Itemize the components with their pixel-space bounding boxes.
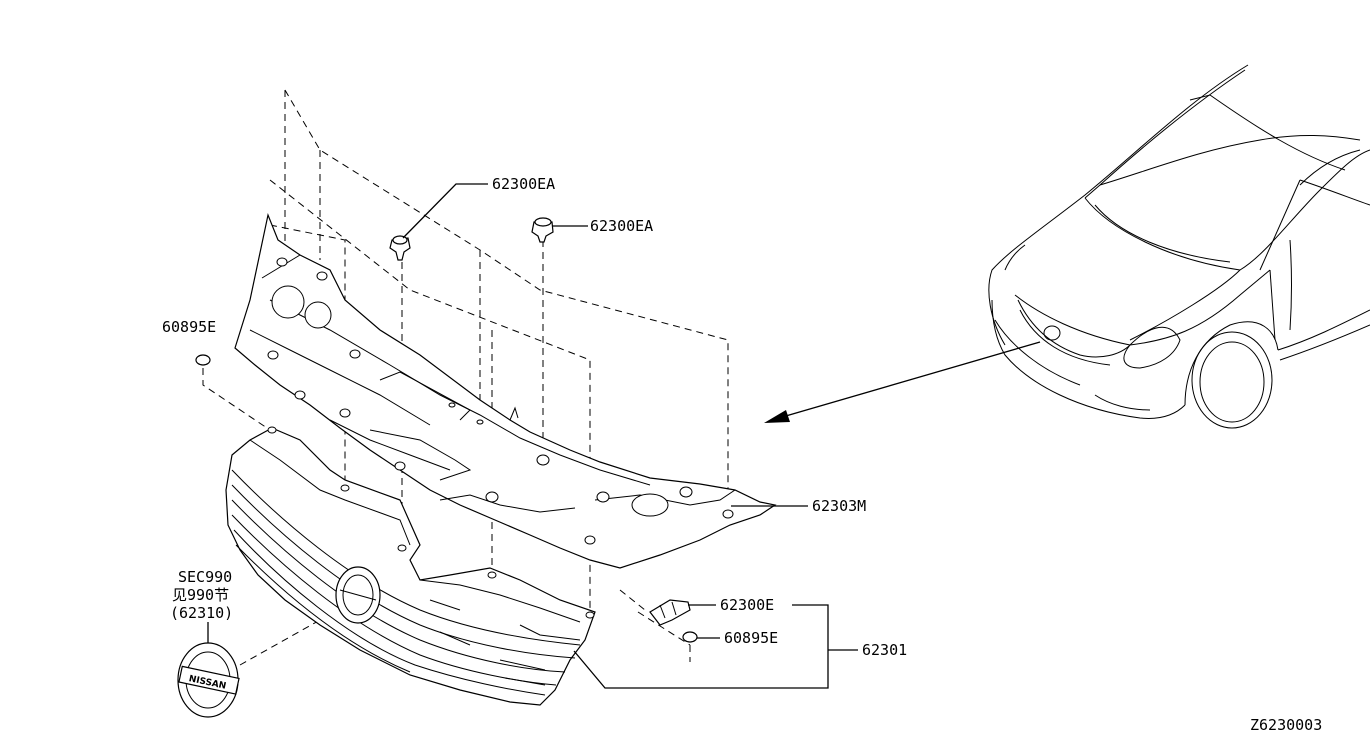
label-plug-left: 60895E	[162, 318, 216, 336]
emblem-ref-line3: (62310)	[170, 604, 233, 622]
emblem-part: NISSAN	[177, 642, 240, 718]
label-clip-lower: 62300E	[720, 596, 774, 614]
leader-lines	[402, 183, 858, 689]
grille-assembly	[225, 426, 596, 706]
label-clip-top-right: 62300EA	[590, 217, 653, 235]
clip-lower-part	[649, 599, 691, 626]
emblem-ref-line2: 见990节	[172, 586, 229, 604]
label-grille-assembly: 62301	[862, 641, 907, 659]
callout-labels: 62300EA 62300EA 60895E 62303M 62300E 608…	[162, 175, 1322, 734]
view-arrow	[764, 341, 1041, 423]
label-upper-panel: 62303M	[812, 497, 866, 515]
label-plug-lower: 60895E	[724, 629, 778, 647]
upper-panel	[234, 212, 777, 569]
car-outline	[988, 64, 1370, 429]
label-clip-top-left: 62300EA	[492, 175, 555, 193]
plug-left-part	[195, 354, 211, 366]
emblem-ref-line1: SEC990	[178, 568, 232, 586]
plug-lower-part	[682, 631, 698, 643]
clip-top-left-part	[389, 235, 411, 261]
clip-top-right-part	[531, 217, 554, 243]
figure-id: Z6230003	[1250, 716, 1322, 734]
